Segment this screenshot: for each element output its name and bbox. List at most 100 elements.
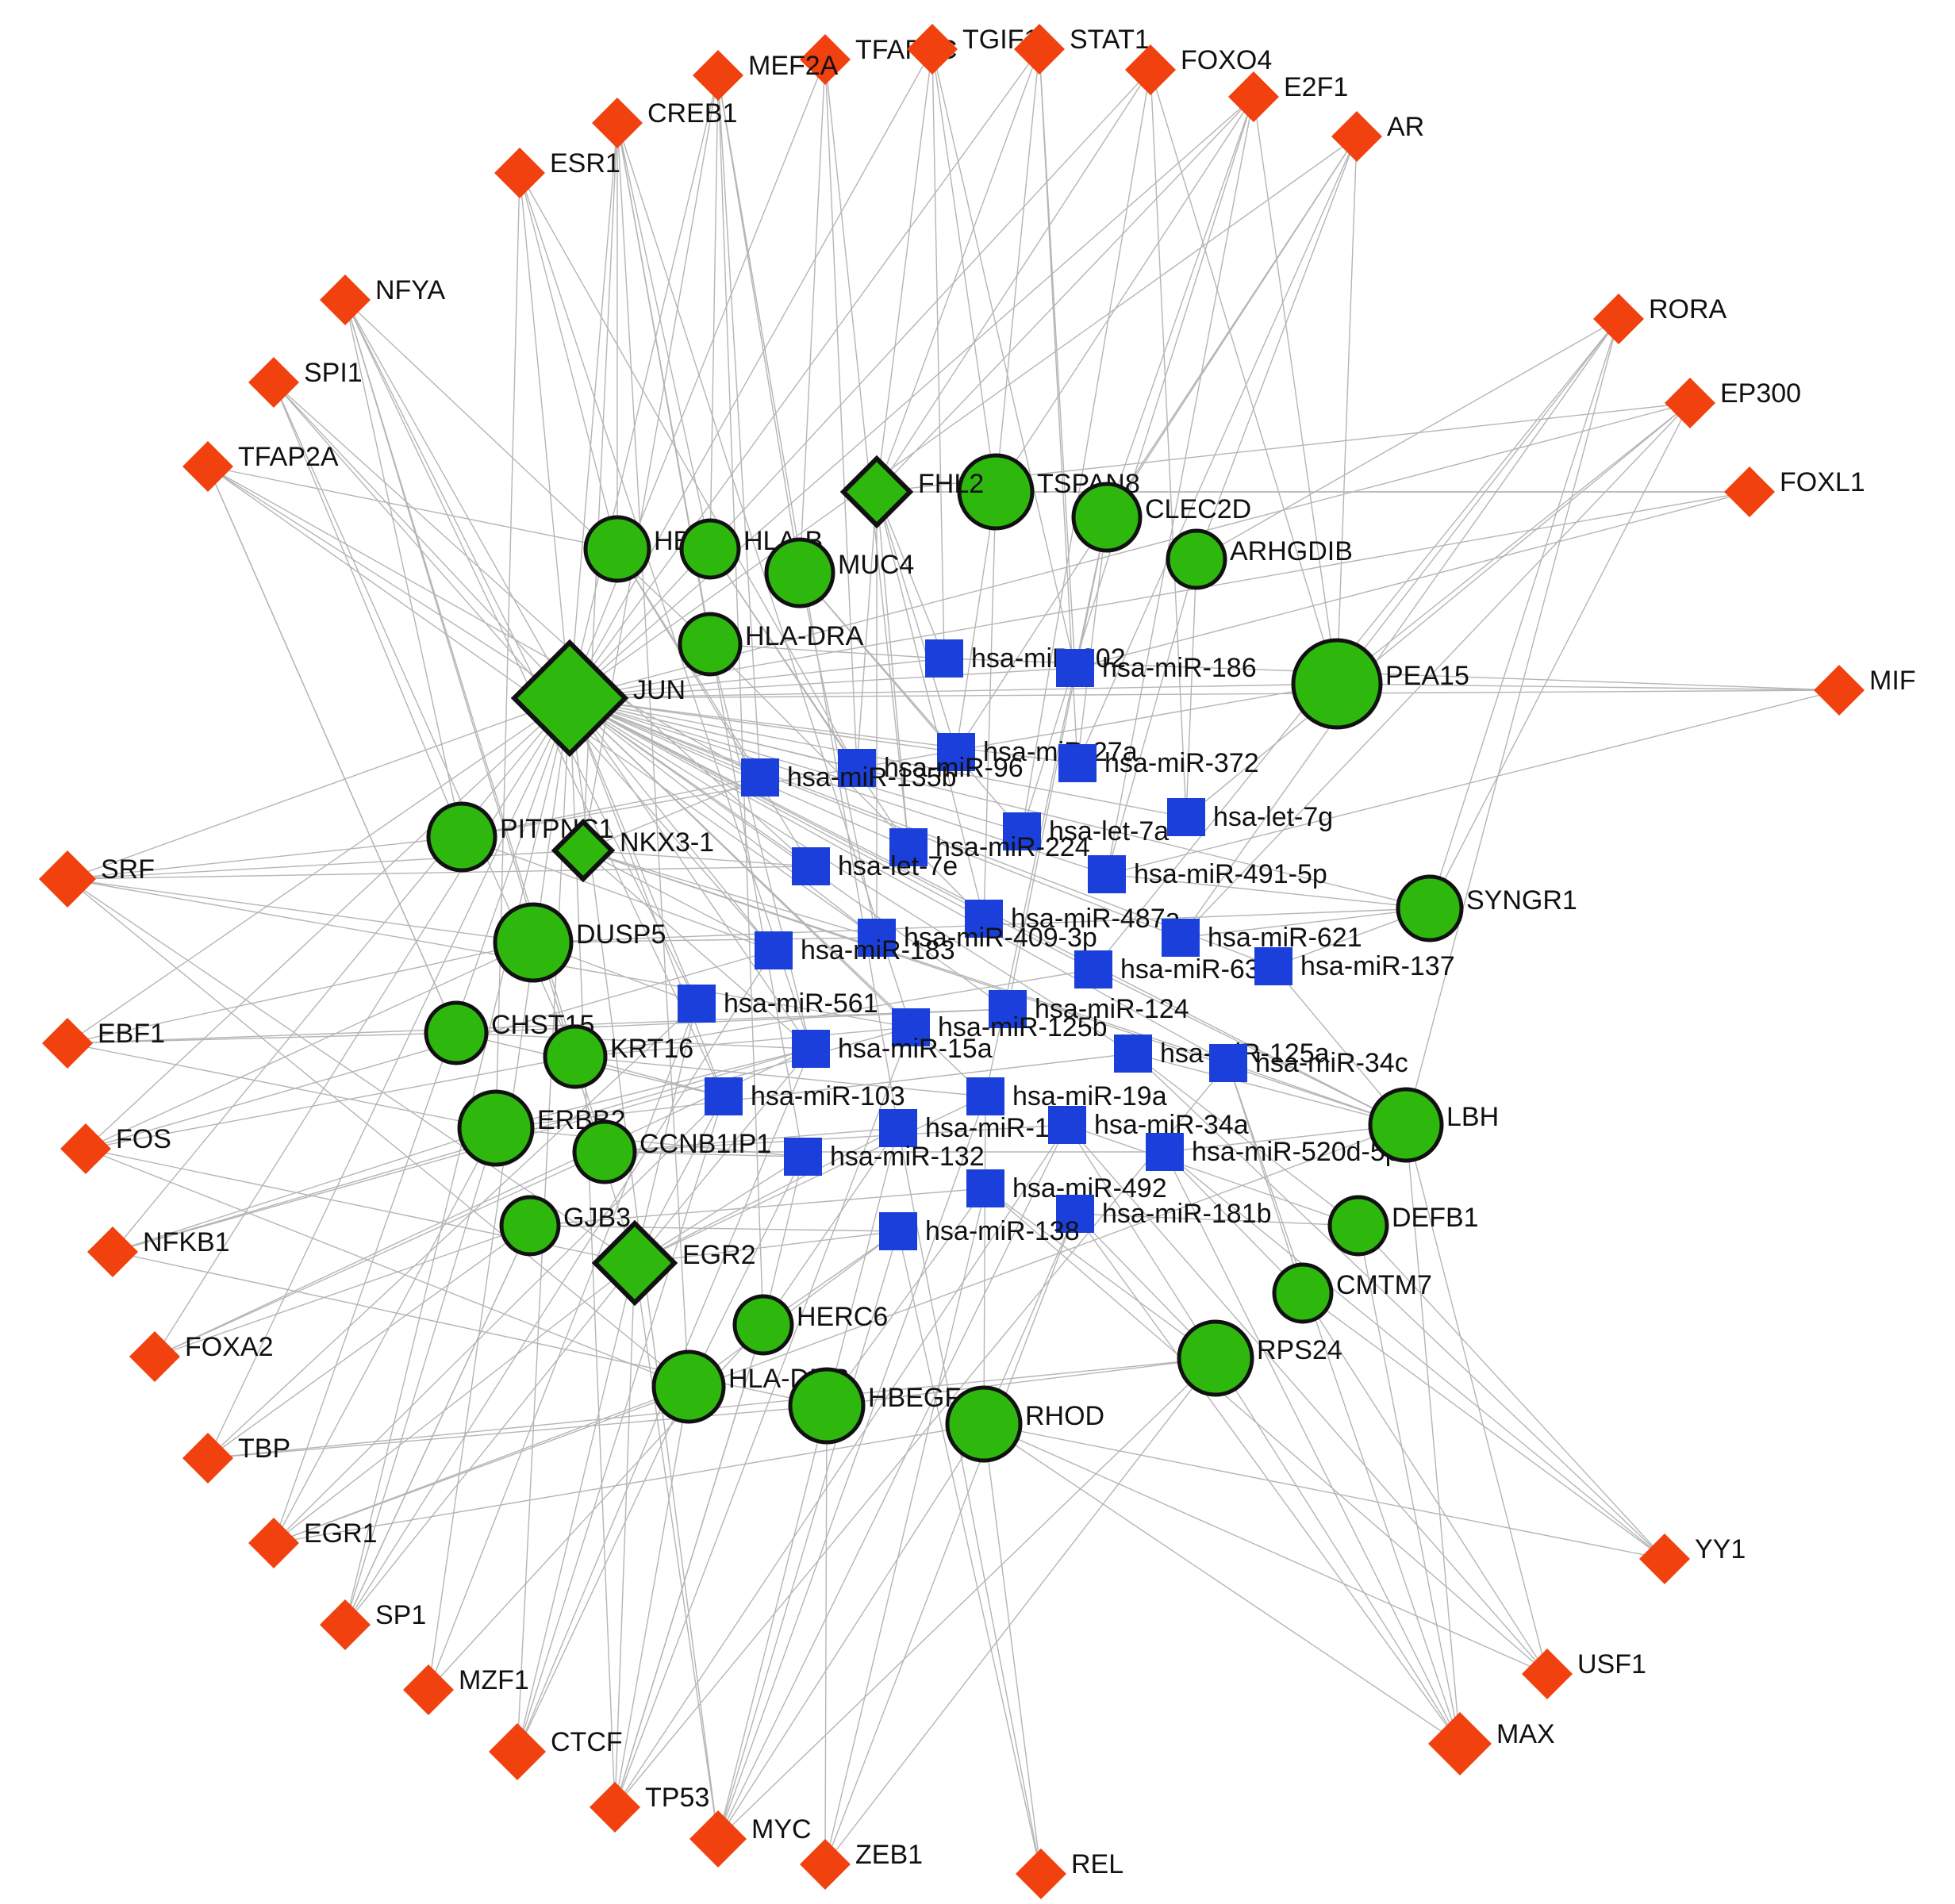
gene-node-rps24[interactable]: RPS24	[1177, 1319, 1342, 1397]
gene-circle	[764, 537, 835, 608]
mirna-node-hsa-mir-224[interactable]: hsa-miR-224	[889, 828, 1090, 866]
tf-node-myc[interactable]: MYC	[689, 1810, 812, 1868]
gene-node-pitpnc1[interactable]: PITPNC1	[426, 801, 614, 873]
gene-node-arhgdib[interactable]: ARHGDIB	[1166, 528, 1353, 590]
tf-node-tbp[interactable]: TBP	[182, 1433, 290, 1484]
mirna-node-hsa-mir-186[interactable]: hsa-miR-186	[1056, 649, 1257, 687]
mirna-node-hsa-mir-561[interactable]: hsa-miR-561	[678, 985, 878, 1023]
tf-node-yy1[interactable]: YY1	[1639, 1534, 1746, 1584]
tf-node-foxl1[interactable]: FOXL1	[1724, 466, 1865, 517]
hub-tf-node-egr2[interactable]: EGR2	[591, 1219, 756, 1307]
node-label: hsa-miR-372	[1104, 748, 1259, 778]
gene-node-muc4[interactable]: MUC4	[764, 537, 914, 608]
mirna-node-hsa-mir-19a[interactable]: hsa-miR-19a	[966, 1077, 1167, 1115]
mirna-node-hsa-mir-135b[interactable]: hsa-miR-135b	[741, 758, 957, 797]
mirna-square	[989, 990, 1027, 1028]
mirna-node-hsa-mir-202[interactable]: hsa-miR-202	[925, 639, 1126, 678]
tf-node-mzf1[interactable]: MZF1	[403, 1664, 529, 1715]
edge-krt16-fos	[85, 1056, 576, 1150]
mirna-node-hsa-mir-125b[interactable]: hsa-miR-125b	[892, 1008, 1108, 1046]
gene-node-lbh[interactable]: LBH	[1368, 1087, 1499, 1163]
node-label: RORA	[1649, 294, 1727, 324]
gene-node-hbegf[interactable]: HBEGF	[788, 1367, 961, 1445]
tf-node-foxa2[interactable]: FOXA2	[129, 1331, 273, 1382]
mirna-node-hsa-mir-183[interactable]: hsa-miR-183	[755, 931, 955, 969]
tf-node-ep300[interactable]: EP300	[1665, 378, 1801, 428]
tf-node-spi1[interactable]: SPI1	[248, 357, 363, 408]
tf-diamond	[800, 34, 851, 85]
mirna-node-hsa-mir-137[interactable]: hsa-miR-137	[1254, 947, 1455, 985]
tf-node-zeb1[interactable]: ZEB1	[800, 1839, 923, 1890]
tf-node-ctcf[interactable]: CTCF	[489, 1723, 623, 1780]
gene-node-defb1[interactable]: DEFB1	[1327, 1195, 1479, 1257]
gene-node-hla-dra[interactable]: HLA-DRA	[678, 612, 864, 677]
tf-node-creb1[interactable]: CREB1	[592, 98, 737, 148]
mirna-node-hsa-mir-96[interactable]: hsa-miR-96	[838, 749, 1024, 787]
gene-node-krt16[interactable]: KRT16	[543, 1024, 693, 1089]
tf-node-tp53[interactable]: TP53	[590, 1782, 709, 1833]
edge-jun-sp1	[344, 697, 570, 1626]
mirna-square	[678, 985, 716, 1023]
mirna-node-hsa-mir-520d-5p[interactable]: hsa-miR-520d-5p	[1146, 1133, 1400, 1171]
edge-rhod-yy1	[983, 1423, 1665, 1560]
gene-node-rhod[interactable]: RHOD	[945, 1385, 1104, 1463]
gene-node-gjb3[interactable]: GJB3	[499, 1195, 631, 1257]
mirna-node-hsa-mir-124[interactable]: hsa-miR-124	[989, 990, 1189, 1028]
tf-diamond	[1331, 111, 1382, 162]
gene-node-cmtm7[interactable]: CMTM7	[1272, 1262, 1432, 1324]
tf-node-nfkb1[interactable]: NFKB1	[87, 1226, 230, 1277]
gene-node-syngr1[interactable]: SYNGR1	[1396, 874, 1577, 942]
hub-tf-node-fhl2[interactable]: FHL2	[839, 455, 984, 529]
mirna-node-hsa-mir-138[interactable]: hsa-miR-138	[879, 1212, 1080, 1250]
hub-tf-node-jun[interactable]: JUN	[510, 639, 686, 758]
node-label: hsa-let-7a	[1049, 816, 1169, 846]
node-label: CLEC2D	[1145, 494, 1251, 524]
tf-node-srf[interactable]: SRF	[39, 850, 155, 908]
gene-node-herc6[interactable]: HERC6	[732, 1294, 888, 1356]
tf-node-rora[interactable]: RORA	[1593, 294, 1727, 344]
edge-dusp5-ebf1	[67, 942, 534, 1044]
tf-node-nfya[interactable]: NFYA	[320, 274, 445, 325]
mirna-node-hsa-let-7a[interactable]: hsa-let-7a	[1003, 812, 1169, 850]
tf-node-e2f1[interactable]: E2F1	[1228, 71, 1348, 122]
node-label: hsa-miR-15a	[838, 1034, 993, 1064]
tf-node-rel[interactable]: REL	[1016, 1848, 1123, 1899]
mirna-node-hsa-mir-34c[interactable]: hsa-miR-34c	[1209, 1044, 1408, 1082]
tf-node-mif[interactable]: MIF	[1814, 665, 1916, 716]
gene-node-hla-dmb[interactable]: HLA-DMB	[651, 1349, 850, 1424]
mirna-node-hsa-mir-181b[interactable]: hsa-miR-181b	[1056, 1195, 1272, 1233]
node-label: FHL2	[918, 469, 984, 499]
tf-node-esr1[interactable]: ESR1	[494, 148, 620, 198]
gene-node-ccnb1ip1[interactable]: CCNB1IP1	[572, 1119, 771, 1184]
mirna-node-hsa-mir-15a[interactable]: hsa-miR-15a	[792, 1030, 993, 1068]
mirna-node-hsa-mir-635[interactable]: hsa-miR-635	[1074, 950, 1275, 988]
mirna-node-hsa-mir-103[interactable]: hsa-miR-103	[705, 1077, 905, 1115]
edge-e2f1-hsa-mir-491-5p	[1106, 96, 1254, 875]
tf-node-stat1[interactable]: STAT1	[1014, 24, 1150, 75]
mirna-node-hsa-mir-409-3p[interactable]: hsa-miR-409-3p	[858, 919, 1097, 957]
tf-node-usf1[interactable]: USF1	[1522, 1649, 1646, 1699]
edge-pea15-rora	[1336, 318, 1619, 685]
mirna-node-hsa-let-7g[interactable]: hsa-let-7g	[1167, 798, 1333, 836]
mirna-node-hsa-mir-491-5p[interactable]: hsa-miR-491-5p	[1088, 855, 1327, 893]
mirna-node-hsa-mir-487a[interactable]: hsa-miR-487a	[965, 900, 1181, 938]
mirna-node-hsa-mir-372[interactable]: hsa-miR-372	[1058, 744, 1259, 782]
tf-node-egr1[interactable]: EGR1	[248, 1518, 378, 1568]
tf-node-ar[interactable]: AR	[1331, 111, 1424, 162]
node-label: hsa-miR-34c	[1255, 1048, 1408, 1078]
tf-node-mef2a[interactable]: MEF2A	[693, 50, 839, 101]
gene-node-pea15[interactable]: PEA15	[1291, 638, 1469, 730]
tf-node-foxo4[interactable]: FOXO4	[1125, 44, 1272, 95]
tf-node-sp1[interactable]: SP1	[320, 1599, 426, 1650]
node-label: FOS	[116, 1124, 171, 1154]
tf-node-tfap2a[interactable]: TFAP2A	[182, 441, 339, 492]
mirna-node-hsa-mir-132[interactable]: hsa-miR-132	[784, 1138, 985, 1176]
tf-node-ebf1[interactable]: EBF1	[42, 1018, 165, 1069]
tf-node-max[interactable]: MAX	[1428, 1712, 1555, 1775]
gene-node-dusp5[interactable]: DUSP5	[493, 902, 666, 983]
tf-node-fos[interactable]: FOS	[60, 1123, 171, 1174]
gene-node-clec2d[interactable]: CLEC2D	[1071, 482, 1251, 553]
mirna-node-hsa-let-7e[interactable]: hsa-let-7e	[792, 847, 958, 885]
mirna-square	[925, 639, 963, 678]
hub-tf-node-nkx3-1[interactable]: NKX3-1	[551, 818, 714, 883]
